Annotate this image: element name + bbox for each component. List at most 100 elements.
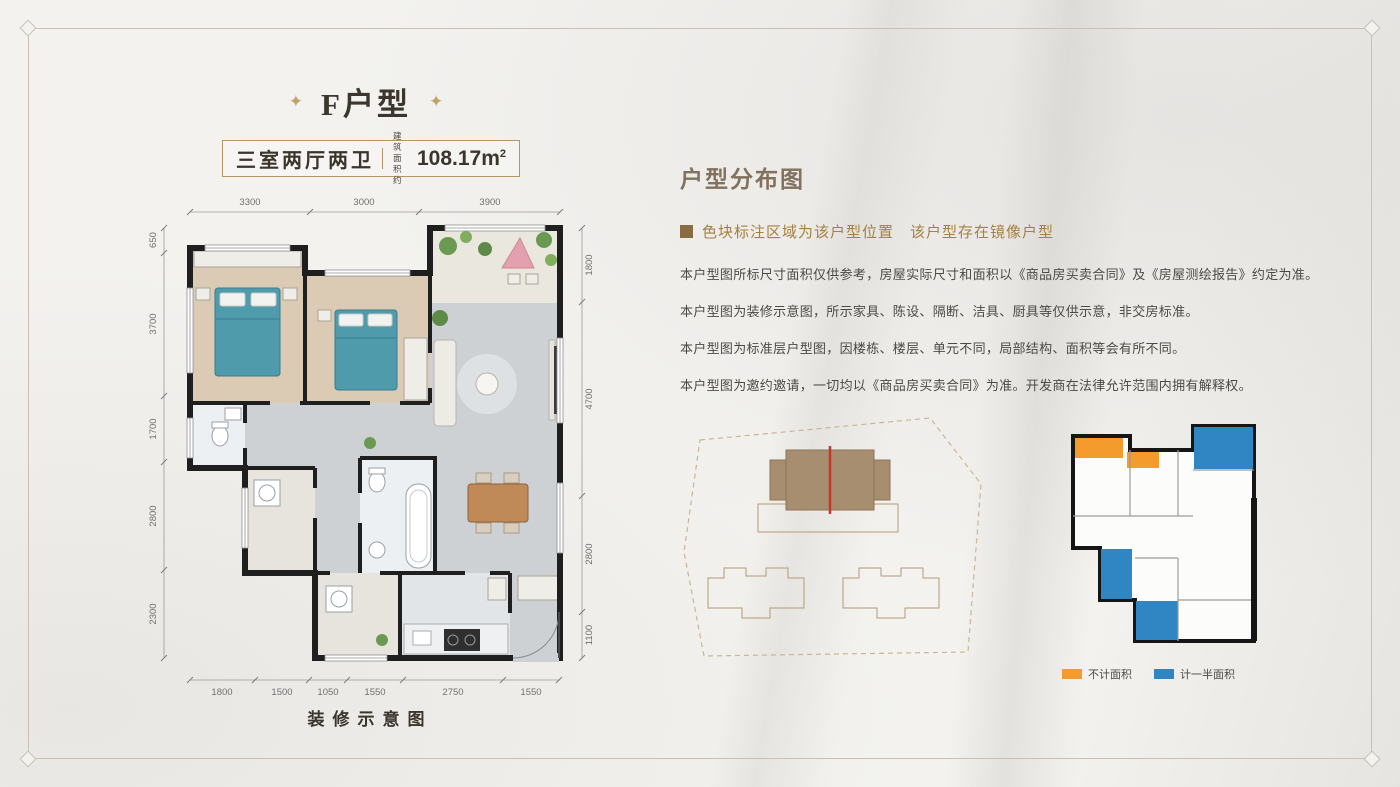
building-outline (707, 567, 805, 619)
star-ornament-icon: ✦ (288, 92, 304, 111)
plant (364, 437, 376, 449)
nightstand (195, 287, 211, 301)
highlight-text: 色块标注区域为该户型位置 该户型存在镜像户型 (702, 224, 1055, 241)
frame-corner-ornament (1363, 750, 1381, 768)
disclaimer-paragraph: 本户型图为装修示意图，所示家具、陈设、隔断、洁具、厨具等仅供示意，非交房标准。 (680, 304, 1199, 319)
dim-label: 3700 (148, 313, 159, 334)
legend-swatch-blue (1154, 669, 1174, 679)
dim-label: 3300 (239, 197, 260, 208)
dim-label: 1700 (148, 418, 159, 439)
fridge (487, 577, 507, 601)
dimension-top: 3300 3000 3900 (186, 197, 564, 216)
bed-master (214, 287, 281, 377)
distribution-title: 户型分布图 (680, 166, 805, 192)
sink (224, 407, 242, 421)
spec-divider (382, 148, 383, 169)
plan-caption: 装修示意图 (307, 710, 433, 729)
area-prefix-label: 建 筑 面积约 (393, 131, 411, 186)
frame-corner-ornament (19, 750, 37, 768)
washing-machine (253, 479, 281, 507)
nightstand (282, 287, 298, 301)
plant (439, 237, 457, 255)
dining-chair (503, 522, 520, 534)
sink (368, 541, 386, 559)
half-area-balcony (1194, 427, 1253, 469)
disclaimer-paragraph: 本户型图为标准层户型图，因楼栋、楼层、单元不同，局部结构、面积等会有所不同。 (680, 341, 1186, 356)
entry-cabinet (517, 575, 559, 601)
plant (376, 634, 388, 646)
dim-label: 4700 (584, 388, 595, 409)
dim-label: 2300 (148, 603, 159, 624)
dining-chair (475, 472, 492, 484)
dim-label: 1500 (271, 687, 292, 698)
dining-table (467, 483, 529, 523)
distribution-section: 户型分布图 色块标注区域为该户型位置 该户型存在镜像户型 本户型图所标尺寸面积仅… (680, 160, 1370, 413)
disclaimer-paragraph: 本户型图所标尺寸面积仅供参考，房屋实际尺寸和面积以《商品房买卖合同》及《房屋测绘… (680, 267, 1319, 282)
unit-spec-box: 三室两厅两卫 建 筑 面积约 108.17m2 (222, 131, 520, 185)
windows (186, 224, 564, 662)
dim-label: 1800 (584, 254, 595, 275)
plant (478, 242, 492, 256)
frame-corner-ornament (1363, 19, 1381, 37)
dim-label: 1550 (520, 687, 541, 698)
plant (432, 310, 448, 326)
plant (536, 232, 552, 248)
nightstand (317, 309, 332, 322)
color-block-icon (680, 225, 693, 238)
dim-label: 1550 (364, 687, 385, 698)
excluded-area-bay (1127, 452, 1159, 468)
dim-label: 2750 (442, 687, 463, 698)
unit-title-block: ✦ F户型 ✦ (232, 79, 500, 124)
bathtub (405, 483, 432, 569)
area-legend: 不计面积 计一半面积 (1062, 666, 1235, 682)
balcony-chair (507, 273, 521, 285)
building-outline (842, 567, 940, 619)
legend-item-half: 计一半面积 (1154, 666, 1235, 682)
area-prefix-line1: 建 筑 (393, 130, 403, 152)
dim-label: 650 (148, 232, 159, 248)
tv (554, 346, 558, 414)
area-value: 108.17m2 (417, 147, 506, 171)
dimension-right: 1800 4700 2800 1100 (578, 224, 595, 662)
dim-label: 3900 (479, 197, 500, 208)
dim-label: 2800 (584, 543, 595, 564)
dining-chair (475, 522, 492, 534)
toilet (368, 471, 386, 493)
dim-label: 1800 (211, 687, 232, 698)
dim-label: 3000 (353, 197, 374, 208)
area-diagram (1071, 424, 1257, 643)
area-prefix-line2: 面积约 (393, 152, 403, 186)
bed-second (334, 309, 398, 391)
parasol (501, 236, 535, 269)
legend-item-excluded: 不计面积 (1062, 666, 1132, 682)
coffee-table (475, 372, 499, 396)
wardrobe (403, 337, 428, 401)
dim-label: 1050 (317, 687, 338, 698)
interior-partitions (1073, 450, 1254, 641)
legend-label: 计一半面积 (1180, 669, 1235, 681)
plant (460, 231, 472, 243)
half-area-balcony (1136, 601, 1178, 640)
balcony-chair (525, 273, 539, 285)
entry-door (512, 611, 560, 662)
dining-chair (503, 472, 520, 484)
sofa (433, 339, 457, 427)
area-number: 108.17m (416, 146, 500, 170)
disclaimer-paragraph: 本户型图为邀约邀请，一切均以《商品房买卖合同》为准。开发商在法律允许范围内拥有解… (680, 378, 1252, 393)
excluded-area-bay (1075, 438, 1123, 458)
dimension-left: 650 3700 1700 2800 2300 (148, 224, 168, 662)
dryer (325, 585, 353, 613)
dimension-bottom: 1800 1500 1050 1550 2750 1550 (186, 676, 563, 698)
unit-title: F户型 (321, 87, 411, 122)
dim-label: 2800 (148, 505, 159, 526)
highlight-note: 色块标注区域为该户型位置 该户型存在镜像户型 (680, 221, 1370, 242)
site-plan (683, 417, 982, 657)
furniture (193, 231, 559, 655)
plant (545, 254, 557, 266)
frame-corner-ornament (19, 19, 37, 37)
toilet (211, 425, 229, 447)
legend-swatch-orange (1062, 669, 1082, 679)
legend-label: 不计面积 (1088, 669, 1132, 681)
floor-plan: 3300 3000 3900 650 3700 1700 2800 2300 1… (148, 197, 595, 698)
